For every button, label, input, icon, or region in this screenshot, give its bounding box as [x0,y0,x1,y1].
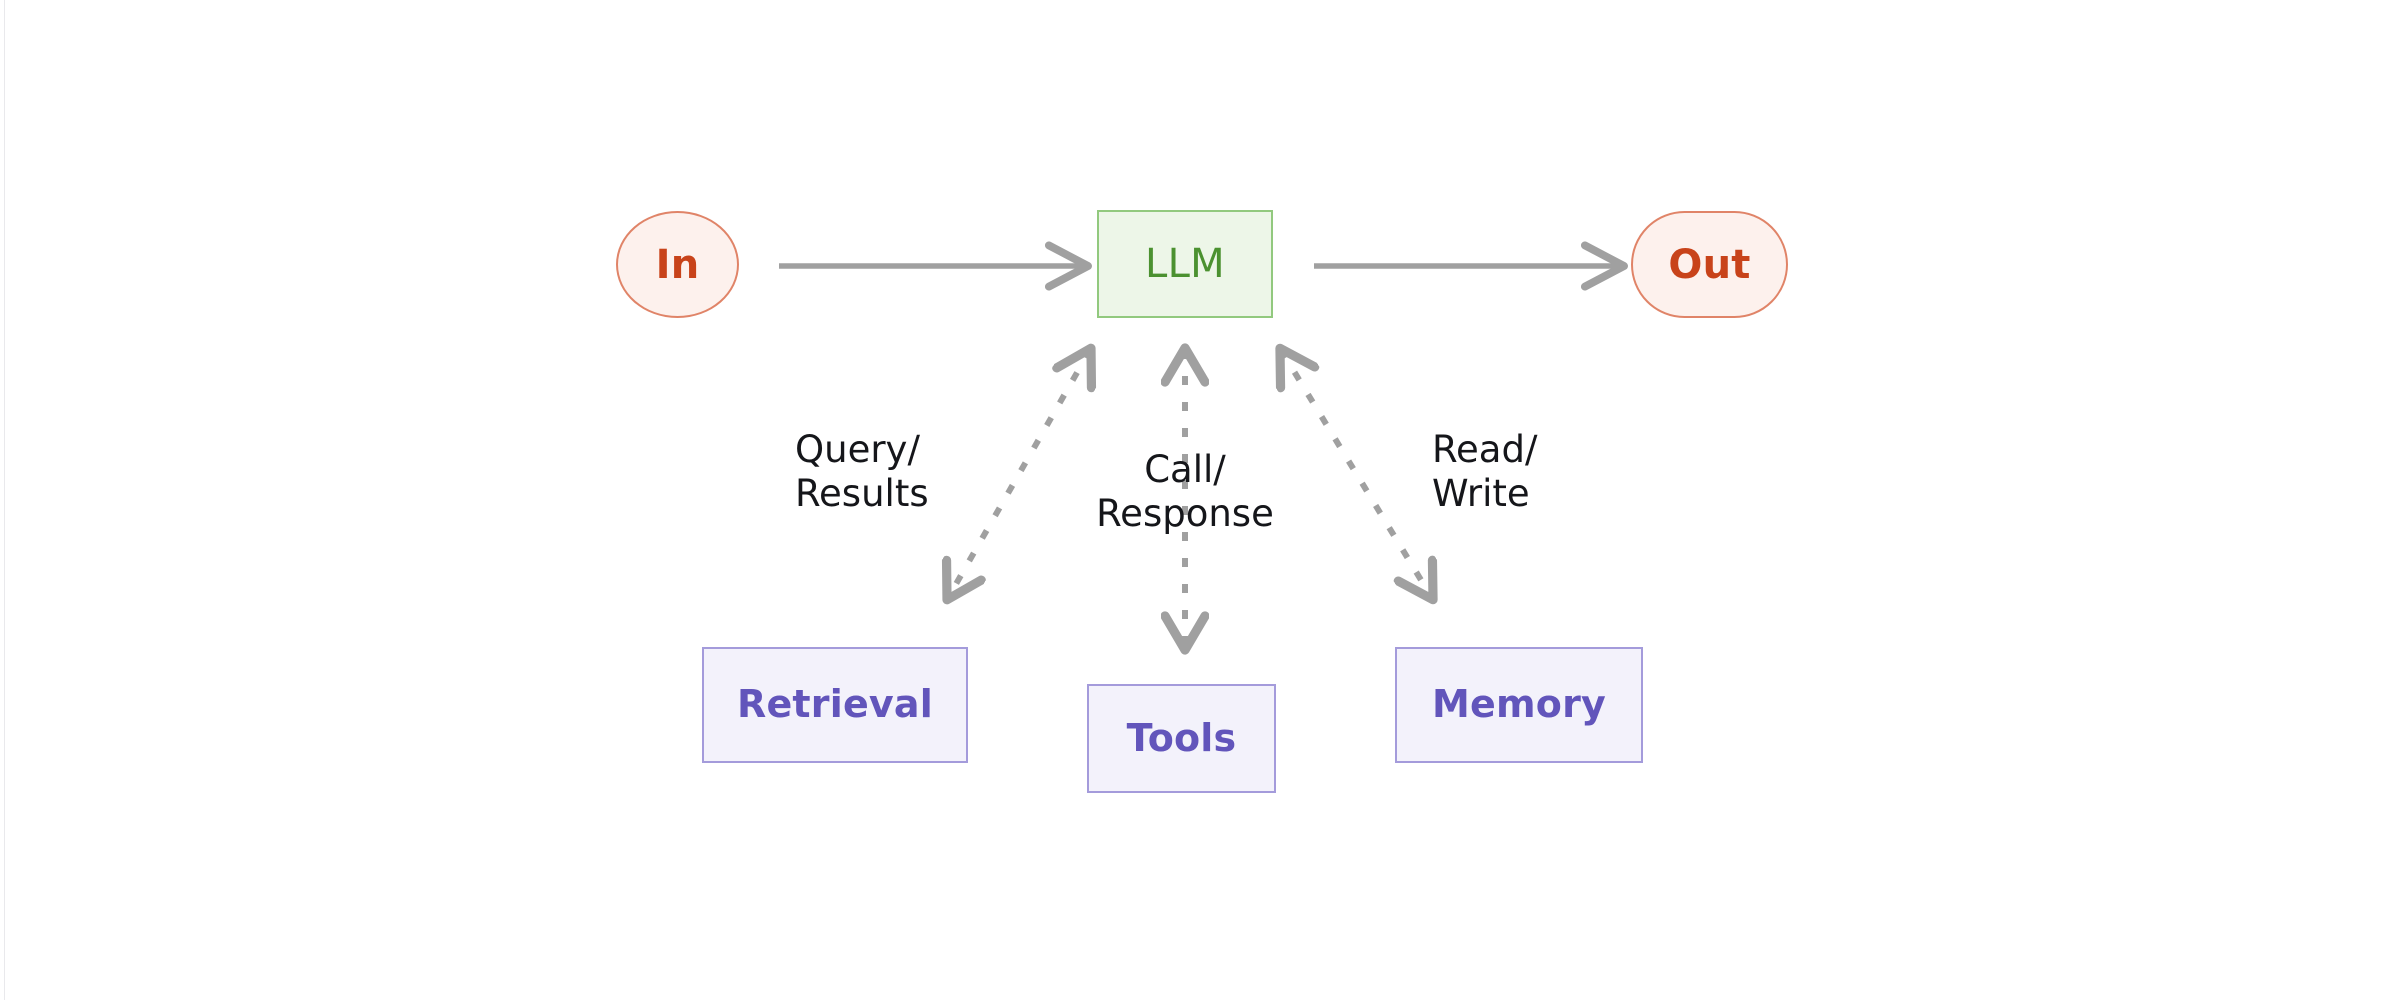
node-memory-label: Memory [1432,682,1606,727]
node-tools-label: Tools [1126,715,1237,760]
node-llm-label: LLM [1145,241,1225,287]
node-memory[interactable]: Memory [1395,647,1643,763]
node-output[interactable]: Out [1631,211,1788,318]
edge-label-query-results: Query/ Results [795,428,929,515]
edge-llm-to-retrieval [948,350,1090,598]
node-output-label: Out [1668,241,1751,288]
node-tools[interactable]: Tools [1087,684,1276,793]
node-retrieval-label: Retrieval [737,682,933,727]
edge-label-read-write: Read/ Write [1432,428,1538,515]
edge-label-call-response: Call/ Response [1096,448,1274,535]
node-input[interactable]: In [616,211,739,318]
node-llm[interactable]: LLM [1097,210,1273,318]
node-retrieval[interactable]: Retrieval [702,647,968,763]
edge-llm-to-memory [1281,350,1432,598]
left-margin-rule [4,0,5,1000]
node-input-label: In [655,241,700,288]
